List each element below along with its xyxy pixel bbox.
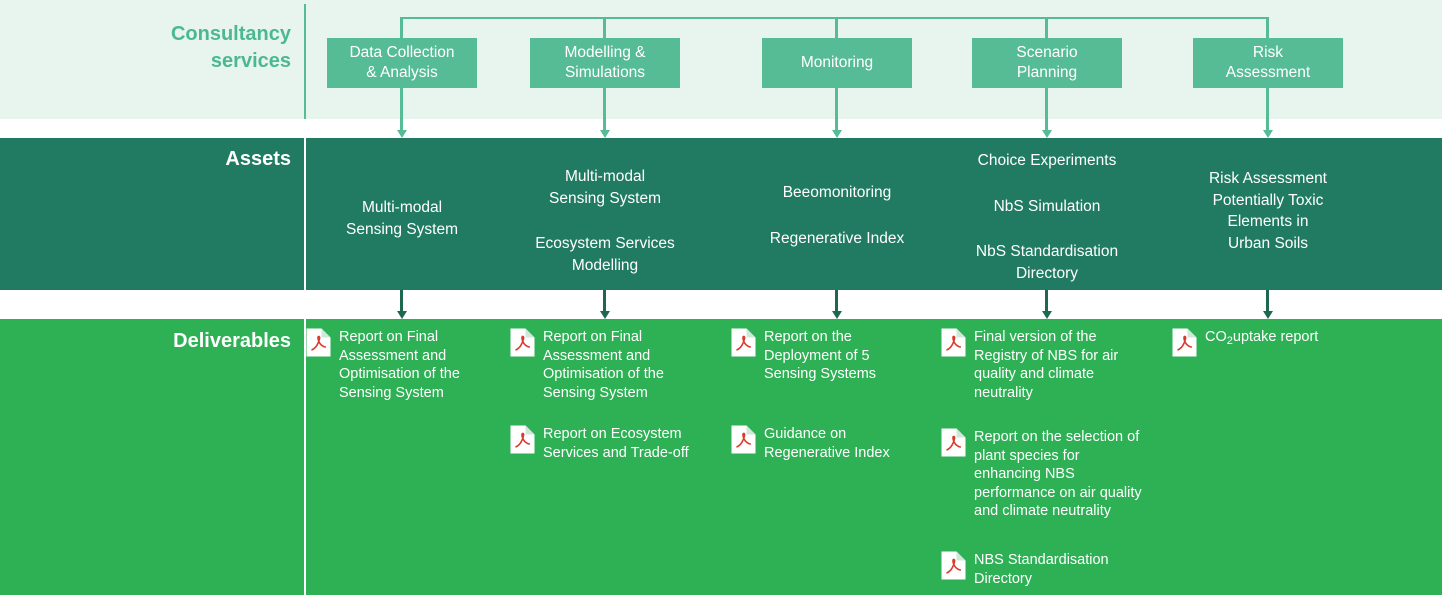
pdf-file-icon (1172, 328, 1197, 357)
deliverable-text: CO2uptake report (1205, 328, 1318, 348)
assets-column-3: Beeomonitoring Regenerative Index (737, 182, 937, 249)
deliverable-item: Final version of the Registry of NBS for… (941, 328, 1142, 402)
deliverable-item: Report on the Deployment of 5 Sensing Sy… (731, 328, 916, 384)
assets-band (0, 138, 1442, 290)
pdf-file-icon (306, 328, 331, 357)
connector-stem-dark-1 (400, 290, 403, 311)
divider-assets-band (304, 138, 306, 290)
deliverable-text: Final version of the Registry of NBS for… (974, 329, 1119, 401)
deliverable-text: Guidance on Regenerative Index (764, 426, 890, 461)
deliverable-item: Report on the selection of plant species… (941, 428, 1142, 521)
asset-item: NbS Standardisation Directory (975, 243, 1119, 282)
connector-stem-dark-4 (1045, 290, 1048, 311)
asset-item: Beeomonitoring (782, 184, 892, 201)
deliverable-text: Report on Final Assessment and Optimisat… (543, 329, 664, 401)
deliverable-text: Report on the Deployment of 5 Sensing Sy… (764, 329, 877, 382)
deliverables-band (0, 319, 1442, 595)
connector-stem-dark-3 (835, 290, 838, 311)
deliverable-item: NBS Standardisation Directory (941, 551, 1142, 588)
arrow-down-icon (1042, 130, 1052, 138)
co2-subscript: 2 (1226, 335, 1233, 347)
divider-deliverables-band (304, 319, 306, 595)
arrow-down-icon (1263, 130, 1273, 138)
deliverable-text: Report on Ecosystem Services and Trade-o… (543, 426, 689, 461)
arrow-down-icon (832, 130, 842, 138)
deliverable-text: Report on the selection of plant species… (974, 429, 1142, 519)
assets-column-2: Multi-modal Sensing System Ecosystem Ser… (505, 166, 705, 276)
row-label-assets: Assets (225, 148, 291, 170)
deliverable-item: Guidance on Regenerative Index (731, 425, 916, 462)
assets-column-1: Multi-modal Sensing System (332, 197, 472, 240)
deliverable-text: NBS Standardisation Directory (974, 552, 1109, 587)
asset-item: Choice Experiments (977, 152, 1117, 169)
service-box-scenario-planning: Scenario Planning (972, 38, 1122, 88)
asset-item: NbS Simulation (993, 197, 1101, 215)
arrow-down-icon (600, 311, 610, 319)
connector-horizontal-line (401, 17, 1268, 19)
pdf-file-icon (941, 428, 966, 457)
pdf-file-icon (731, 328, 756, 357)
asset-item: Multi-modal Sensing System (346, 199, 458, 238)
pdf-file-icon (731, 425, 756, 454)
row-label-consultancy-services: Consultancy services (170, 23, 291, 72)
connector-stem-dark-5 (1266, 290, 1269, 311)
arrow-down-icon (832, 311, 842, 319)
deliverable-item: CO2uptake report (1172, 328, 1318, 357)
row-label-deliverables: Deliverables (173, 330, 291, 352)
assets-column-4: Choice Experiments NbS Simulation NbS St… (947, 150, 1147, 284)
deliverable-item: Report on Final Assessment and Optimisat… (306, 328, 494, 402)
service-box-modelling-simulations: Modelling & Simulations (530, 38, 680, 88)
service-box-data-collection-analysis: Data Collection & Analysis (327, 38, 477, 88)
co2-prefix: CO (1205, 329, 1227, 345)
arrow-down-icon (600, 130, 610, 138)
pdf-file-icon (510, 328, 535, 357)
arrow-down-icon (397, 311, 407, 319)
divider-top-band (304, 4, 306, 119)
deliverable-item: Report on Final Assessment and Optimisat… (510, 328, 703, 402)
pdf-file-icon (941, 328, 966, 357)
asset-item: Multi-modal Sensing System (549, 168, 661, 207)
service-box-monitoring: Monitoring (762, 38, 912, 88)
arrow-down-icon (397, 130, 407, 138)
pdf-file-icon (941, 551, 966, 580)
asset-item: Regenerative Index (769, 229, 905, 247)
connector-stem-dark-2 (603, 290, 606, 311)
service-box-risk-assessment: Risk Assessment (1193, 38, 1343, 88)
assets-column-5: Risk Assessment Potentially Toxic Elemen… (1178, 168, 1358, 254)
asset-item: Ecosystem Services Modelling (535, 235, 675, 274)
asset-item: Risk Assessment Potentially Toxic Elemen… (1208, 170, 1327, 252)
arrow-down-icon (1263, 311, 1273, 319)
deliverable-item: Report on Ecosystem Services and Trade-o… (510, 425, 703, 462)
co2-rest: uptake report (1232, 329, 1319, 345)
deliverable-text: Report on Final Assessment and Optimisat… (339, 329, 460, 401)
pdf-file-icon (510, 425, 535, 454)
arrow-down-icon (1042, 311, 1052, 319)
